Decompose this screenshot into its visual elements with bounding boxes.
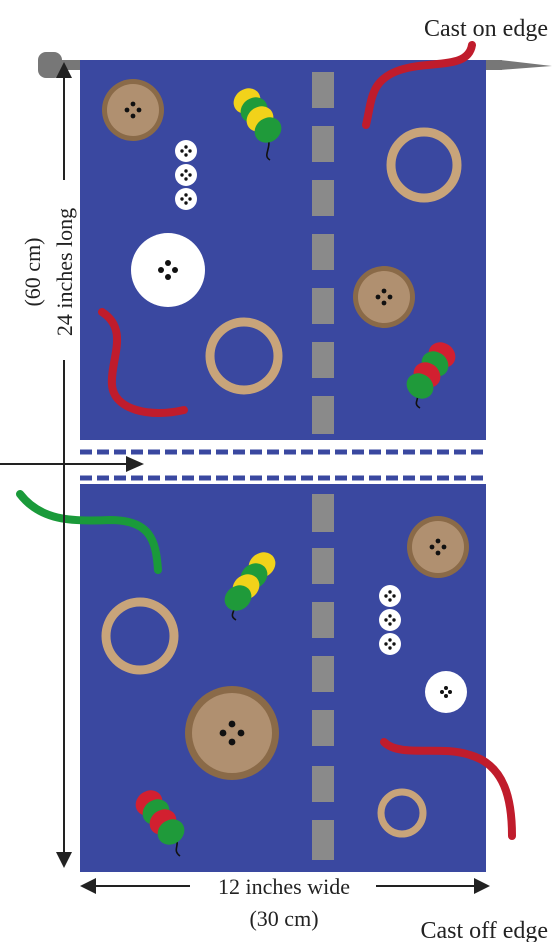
wooden-ring-4 <box>377 788 427 838</box>
red-ribbon-bottom-right <box>380 738 516 840</box>
wooden-ring-1 <box>386 127 462 203</box>
bead-charm-yellow-green-bottom <box>224 552 276 621</box>
red-ribbon-top-right <box>362 41 476 129</box>
wooden-button-2 <box>353 266 415 328</box>
length-metric-label: (60 cm) <box>20 237 45 306</box>
bead-charm-red-green-bottom <box>135 790 185 857</box>
width-metric-label: (30 cm) <box>249 906 318 931</box>
bead-charm-red-green-top <box>406 342 456 409</box>
wooden-button-1 <box>102 79 164 141</box>
small-white-buttons-top <box>175 140 197 210</box>
white-button-medium <box>425 671 467 713</box>
red-ribbon-left <box>98 308 188 417</box>
bead-charm-yellow-green-top <box>233 88 282 161</box>
green-ribbon <box>16 490 162 574</box>
wooden-button-large <box>185 686 279 780</box>
fold-line <box>78 440 488 484</box>
white-button-large <box>131 233 205 307</box>
center-dash-line-bottom <box>312 494 334 860</box>
length-label: 24 inches long <box>52 208 77 336</box>
cast-on-edge-label: Cast on edge <box>424 16 548 42</box>
width-label: 12 inches wide <box>218 874 350 899</box>
wooden-ring-3 <box>101 597 179 675</box>
cast-off-edge-label: Cast off edge <box>420 918 548 942</box>
wooden-button-3 <box>407 516 469 578</box>
small-white-buttons-bottom <box>379 585 401 655</box>
wooden-ring-2 <box>205 317 283 395</box>
center-dash-line-top <box>312 72 334 434</box>
